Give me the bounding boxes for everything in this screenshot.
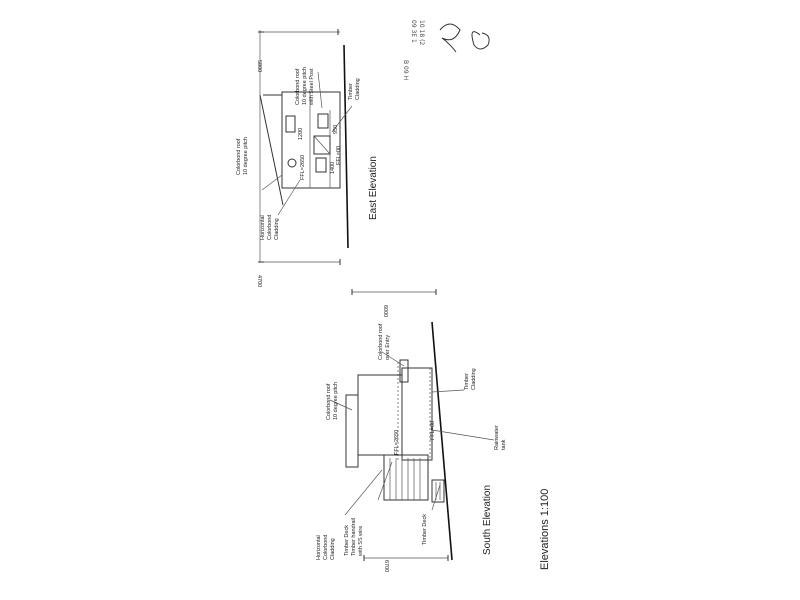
south-label-tank-1: Rainwater xyxy=(494,425,500,450)
south-label-deck-1: Timber Deck xyxy=(344,525,350,556)
east-door xyxy=(313,135,331,155)
south-ffl-upper: FFL=2650 xyxy=(394,430,400,455)
east-ffl-upper: FFL=2650 xyxy=(300,155,306,180)
south-steps xyxy=(431,479,445,503)
east-label-roof-steel-1: Colorbond roof xyxy=(295,68,301,105)
east-dim-2: 950 xyxy=(333,125,339,134)
east-label-roof-steel-3: with Steel Post xyxy=(309,68,315,106)
south-lower-body xyxy=(401,367,433,461)
south-label-tank-2: tank xyxy=(501,439,507,450)
east-window-1 xyxy=(285,115,296,133)
south-main-roof xyxy=(345,394,359,468)
south-label-cladding-h-2: Colorbond xyxy=(323,535,329,560)
south-elevation xyxy=(329,289,495,561)
south-dim-width: 6000 xyxy=(382,305,388,317)
east-ground-line xyxy=(343,44,349,249)
east-window-2 xyxy=(317,113,329,129)
east-label-cladding-h-3: Cladding xyxy=(274,218,280,240)
east-label-cladding-t-1: Timber xyxy=(348,83,354,100)
stamp-line-3: 10 18 (2 xyxy=(418,20,425,45)
south-label-cladding-t-2: Cladding xyxy=(471,368,477,390)
east-label-cladding-h-2: Colorbond xyxy=(267,215,273,240)
south-label-cladding-h-3: Cladding xyxy=(330,538,336,560)
east-dim-height: 4700 xyxy=(256,275,262,287)
east-label-cladding-h-1: Horizontal xyxy=(260,215,266,240)
south-label-cladding-t-1: Timber xyxy=(464,373,470,390)
east-elevation xyxy=(258,29,353,265)
south-entry-roof xyxy=(399,359,409,383)
south-label-roof-entry-1: Colorbond roof xyxy=(378,323,384,360)
east-dim-width: 5800 xyxy=(256,60,262,72)
east-label-cladding-t-2: Cladding xyxy=(355,78,361,100)
east-ffl-lower: FFL=00 xyxy=(336,146,342,165)
signature-mark xyxy=(439,23,461,53)
east-building-body xyxy=(281,91,341,189)
south-label-roof-entry-2: over Entry xyxy=(385,335,391,360)
east-dim-3: 1400 xyxy=(330,162,336,174)
sheet-title: Elevations 1:100 xyxy=(539,489,551,570)
east-dim-1: 1200 xyxy=(298,128,304,140)
east-roof-line xyxy=(259,94,284,206)
stamp-line-1: B 09 H xyxy=(402,60,409,80)
south-label-deck-lower: Timber Deck xyxy=(422,514,428,545)
south-dim-height: 6700 xyxy=(383,560,389,572)
east-elevation-title: East Elevation xyxy=(368,156,379,220)
south-deck xyxy=(383,454,429,501)
east-window-3 xyxy=(315,157,327,173)
south-label-cladding-h-1: Horizontal xyxy=(316,535,322,560)
east-round-vent xyxy=(287,158,297,168)
south-ffl-lower: FFL=00 xyxy=(430,421,436,440)
handwritten-stamp: B 09 H 09 3E 1 10 18 (2 xyxy=(402,20,490,80)
east-label-roof-main-2: 10 degree pitch xyxy=(243,137,249,175)
initial-circle xyxy=(471,31,490,50)
south-label-deck-2: Timber handrail xyxy=(351,518,357,556)
south-label-roof-main-2: 10 degree pitch xyxy=(333,382,339,420)
south-label-deck-3: with SS wire xyxy=(358,526,364,557)
east-label-roof-steel-2: 10 degree pitch xyxy=(302,67,308,105)
east-label-roof-main-1: Colorbond roof xyxy=(236,138,242,175)
south-elevation-title: South Elevation xyxy=(482,485,493,555)
south-ground-line xyxy=(431,321,453,561)
south-label-roof-main-1: Colorbond roof xyxy=(326,383,332,420)
stamp-line-2: 09 3E 1 xyxy=(410,20,417,43)
